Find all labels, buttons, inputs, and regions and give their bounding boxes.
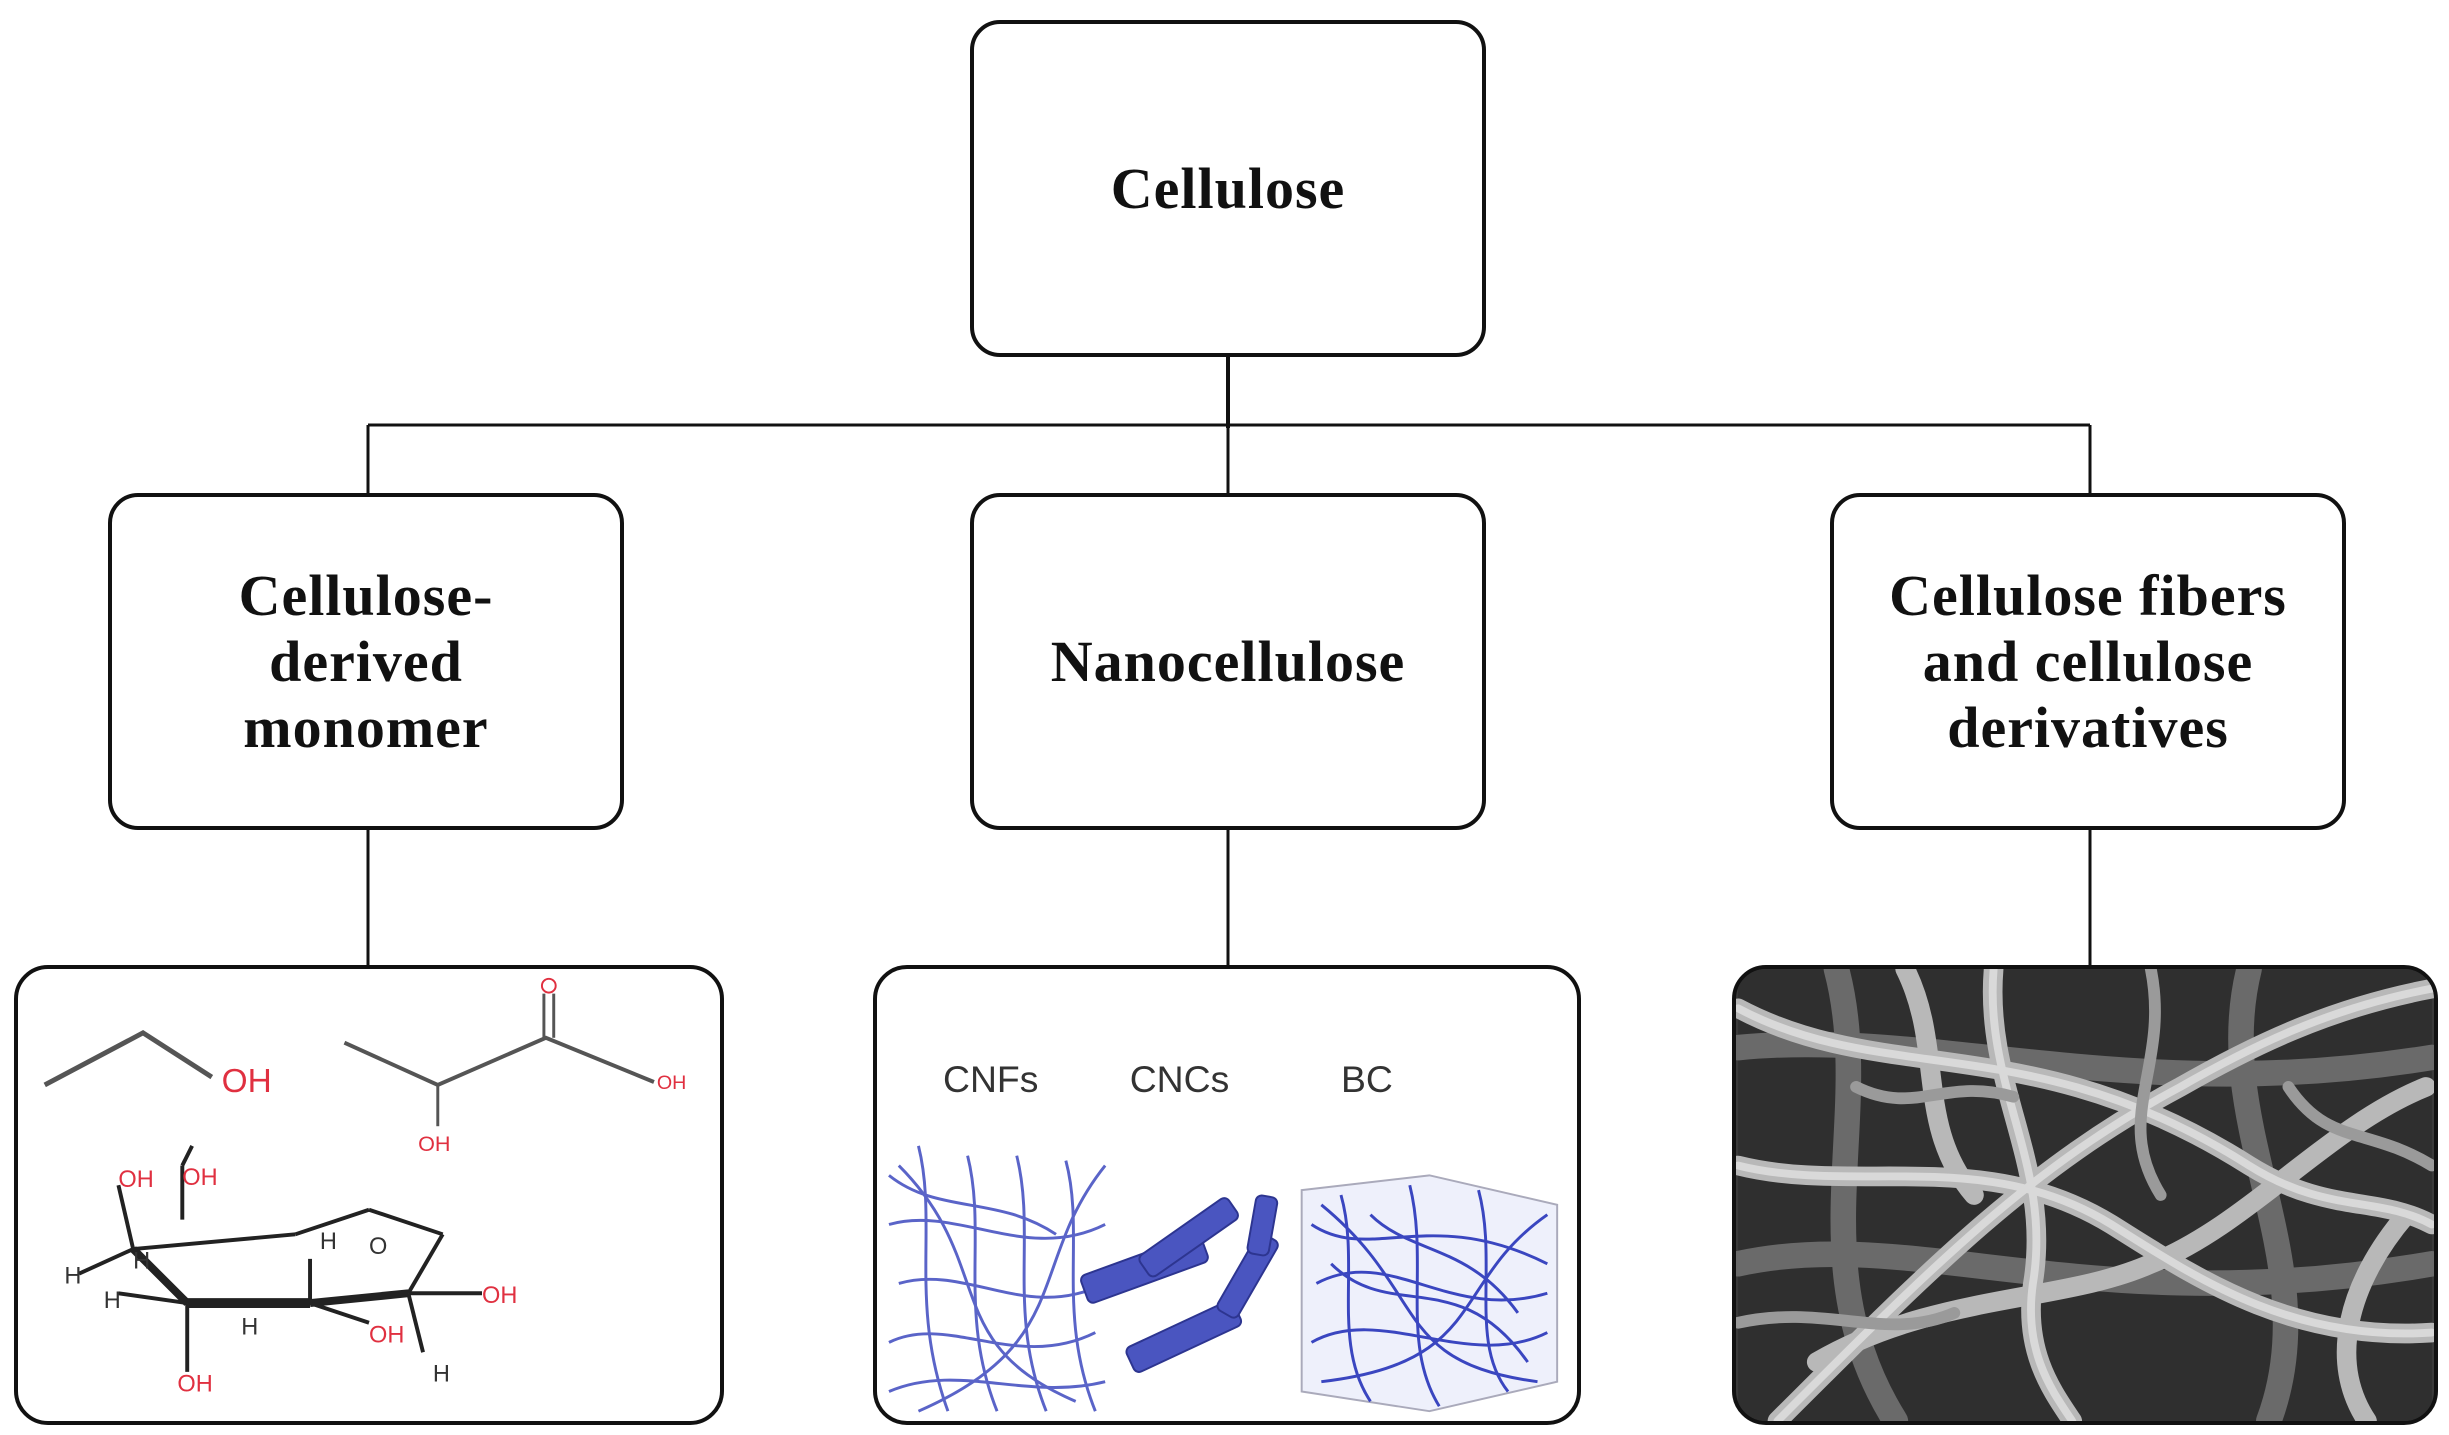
svg-text:H: H (64, 1262, 81, 1288)
nanocellulose-illustration: CNFs CNCs BC (888, 1058, 1559, 1413)
root-node-cellulose: Cellulose (970, 20, 1486, 357)
cnfs-label: CNFs (943, 1058, 1038, 1100)
glucose-chair-structure (78, 1144, 482, 1372)
fiber-network-image (1736, 969, 2434, 1421)
cellulose-fibers-sem-image (1732, 965, 2438, 1425)
svg-text:OH: OH (177, 1371, 212, 1397)
svg-text:OH: OH (118, 1166, 153, 1192)
svg-text:OH: OH (482, 1282, 517, 1308)
svg-text:H: H (133, 1248, 150, 1274)
acid-oh-label: OH (657, 1072, 686, 1094)
node-label-line: Cellulose fibers (1889, 562, 2287, 628)
node-nanocellulose: Nanocellulose (970, 493, 1486, 830)
node-label: Nanocellulose (1051, 629, 1406, 695)
svg-text:H: H (104, 1287, 121, 1313)
cnf-mesh (888, 1145, 1107, 1413)
ethanol-oh-label: OH (222, 1063, 272, 1100)
node-label: Cellulose fibers and cellulose derivativ… (1889, 563, 2287, 761)
svg-text:H: H (433, 1361, 450, 1387)
node-label-line: monomer (243, 694, 489, 760)
svg-text:OH: OH (369, 1321, 404, 1347)
svg-text:H: H (241, 1314, 258, 1340)
node-label-line: Nanocellulose (1050, 628, 1406, 694)
node-label-line: derived (269, 628, 463, 694)
glucose-labels: OH OH H H H H O OH H OH OH H (64, 1164, 517, 1396)
cncs-label: CNCs (1130, 1058, 1230, 1100)
node-cellulose-derived-monomer: Cellulose- derived monomer (108, 493, 624, 830)
ethanol-bonds (43, 1030, 214, 1088)
svg-text:OH: OH (182, 1164, 217, 1190)
chemical-structures-image: OH OH OH OH (43, 977, 686, 1397)
cnc-crystals (1080, 1194, 1279, 1373)
node-cellulose-fibers-derivatives: Cellulose fibers and cellulose derivativ… (1830, 493, 2346, 830)
node-label-line: Cellulose- (238, 562, 494, 628)
svg-text:O: O (369, 1233, 387, 1259)
nanocellulose-panel: CNFs CNCs BC (873, 965, 1581, 1425)
node-label: Cellulose- derived monomer (239, 563, 494, 761)
lactic-acid-bonds (343, 1035, 655, 1088)
monomer-structures-panel: OH OH OH OH (14, 965, 724, 1425)
node-label-line: and cellulose (1922, 628, 2254, 694)
root-node-label: Cellulose (1110, 155, 1346, 221)
bc-label: BC (1341, 1058, 1393, 1100)
lactic-oh-label: OH (418, 1131, 450, 1156)
svg-text:H: H (320, 1228, 337, 1254)
carbonyl-oxygen (540, 977, 557, 994)
bc-network (1300, 1174, 1559, 1413)
node-label-line: derivatives (1947, 694, 2229, 760)
